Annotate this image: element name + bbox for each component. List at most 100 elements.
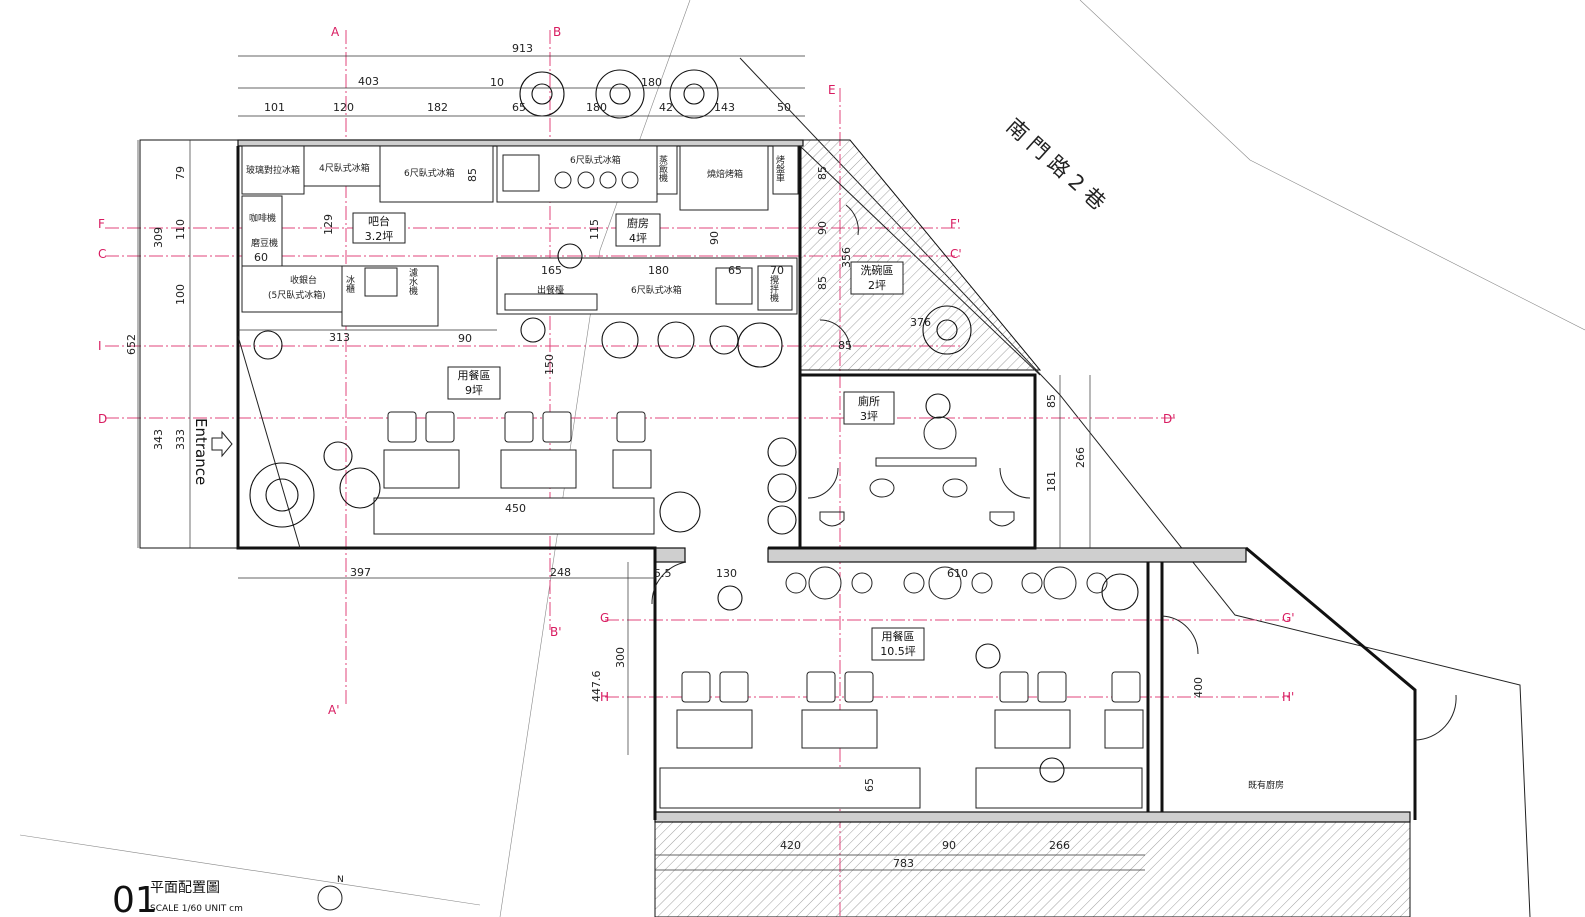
room-kitchen-name: 廚房 [627, 216, 649, 230]
section-markers: A B E F C I D F' C' D' B' A' G G' H H' [98, 25, 1295, 717]
section-f-prime: F' [950, 217, 960, 231]
drawing-title: 平面配置圖 [150, 880, 220, 896]
dim-181: 181 [1045, 471, 1058, 492]
dim-60: 60 [254, 251, 268, 264]
dim-610: 610 [947, 567, 968, 580]
walls [236, 145, 1417, 820]
dim-5-5: 5.5 [654, 567, 672, 580]
people [520, 243, 1065, 783]
section-g-prime: G' [1282, 611, 1295, 625]
label-water: 濾水機 [407, 267, 418, 296]
dim-65a: 65 [512, 101, 526, 114]
dim-120: 120 [333, 101, 354, 114]
dining-furniture [373, 411, 1144, 809]
north-label: N [337, 875, 344, 885]
north-arrow-icon [317, 885, 343, 911]
kitchen-fittings [241, 145, 925, 661]
toilet-fixtures [807, 319, 1031, 527]
dim-90a: 90 [708, 231, 721, 245]
dim-110: 110 [174, 219, 187, 240]
room-dishwash-area: 2坪 [868, 279, 886, 292]
label-roaster: 烤盤車 [774, 154, 785, 183]
room-dishwash-name: 洗碗區 [861, 263, 894, 277]
dim-300: 300 [614, 647, 627, 668]
label-cashier: 收銀台 [290, 274, 317, 286]
section-f: F [98, 217, 105, 231]
dim-130: 130 [716, 567, 737, 580]
section-a: A [331, 25, 340, 39]
dim-85d: 85 [838, 339, 852, 352]
section-a-prime: A' [328, 703, 340, 717]
dim-101: 101 [264, 101, 285, 114]
dim-333: 333 [174, 429, 187, 450]
label-grinder: 磨豆機 [251, 237, 278, 249]
section-h-prime: H' [1282, 690, 1294, 704]
plants [249, 69, 1139, 611]
dim-180b: 180 [586, 101, 607, 114]
label-mixer: 攪拌機 [768, 274, 779, 303]
dim-652: 652 [125, 334, 138, 355]
road-name: 南 門 路 2 巷 [1002, 114, 1110, 215]
dim-65b: 65 [728, 264, 742, 277]
dim-79: 79 [174, 166, 187, 180]
section-i: I [98, 339, 102, 353]
dim-10: 10 [490, 76, 504, 89]
dim-266a: 266 [1074, 447, 1087, 468]
dim-50: 50 [777, 101, 791, 114]
label-cashier-sub: (5尺臥式冰箱) [268, 289, 326, 301]
section-b: B [553, 25, 561, 39]
label-fridge4: 4尺臥式冰箱 [319, 162, 370, 174]
dim-182: 182 [427, 101, 448, 114]
door-swings [651, 204, 1457, 741]
section-b-prime: B' [550, 625, 562, 639]
room-toilet-name: 廁所 [858, 394, 880, 408]
label-serve: 出餐檯 [537, 284, 564, 296]
label-ice: 冰櫃 [344, 274, 355, 294]
room-kitchen-area: 4坪 [629, 232, 647, 245]
section-c: C [98, 247, 106, 261]
dim-143: 143 [714, 101, 735, 114]
label-fridge6c: 6尺臥式冰箱 [631, 284, 682, 296]
drawing-scale: SCALE 1/60 UNIT cm [150, 904, 243, 914]
dim-420: 420 [780, 839, 801, 852]
title-block: 01 平面配置圖 SCALE 1/60 UNIT cm N [112, 875, 344, 917]
dim-100: 100 [174, 284, 187, 305]
dim-165: 165 [541, 264, 562, 277]
room-dining1-area: 9坪 [465, 384, 483, 397]
dimension-lines [137, 55, 1145, 871]
label-existing-kitchen: 既有廚房 [1248, 779, 1284, 791]
room-toilet-area: 3坪 [860, 410, 878, 423]
dim-397: 397 [350, 566, 371, 579]
dim-90b: 90 [458, 332, 472, 345]
room-labels: 吧台 3.2坪 廚房 4坪 用餐區 9坪 洗碗區 2坪 廁所 3坪 用餐區 10… [365, 214, 916, 658]
dim-450: 450 [505, 502, 526, 515]
room-dining2-name: 用餐區 [882, 629, 915, 643]
label-glass-fridge: 玻璃對拉冰箱 [246, 164, 300, 176]
dim-90d: 90 [942, 839, 956, 852]
label-steam: 蒸飯機 [657, 154, 668, 183]
dim-85b: 85 [816, 166, 829, 180]
section-d: D [98, 412, 107, 426]
dim-403: 403 [358, 75, 379, 88]
dim-65c: 65 [863, 778, 876, 792]
section-d-prime: D' [1163, 412, 1176, 426]
drawing-number: 01 [112, 880, 158, 917]
dim-180c: 180 [648, 264, 669, 277]
equipment-labels: 玻璃對拉冰箱 4尺臥式冰箱 6尺臥式冰箱 6尺臥式冰箱 6尺臥式冰箱 咖啡機 磨… [246, 154, 1284, 791]
dim-400: 400 [1192, 677, 1205, 698]
road-name-group: 南 門 路 2 巷 [1002, 114, 1110, 215]
dim-356: 356 [840, 247, 853, 268]
dim-266b: 266 [1049, 839, 1070, 852]
dim-85c: 85 [816, 276, 829, 290]
room-bar-name: 吧台 [368, 214, 390, 228]
label-oven: 燒焙烤箱 [707, 168, 743, 180]
entrance-arrow-icon [211, 430, 233, 458]
label-coffee: 咖啡機 [249, 212, 276, 224]
dim-343: 343 [152, 429, 165, 450]
section-e: E [828, 83, 836, 97]
room-dining2-area: 10.5坪 [880, 645, 916, 658]
dim-309: 309 [152, 227, 165, 248]
section-c-prime: C' [950, 247, 962, 261]
dim-376: 376 [910, 316, 931, 329]
